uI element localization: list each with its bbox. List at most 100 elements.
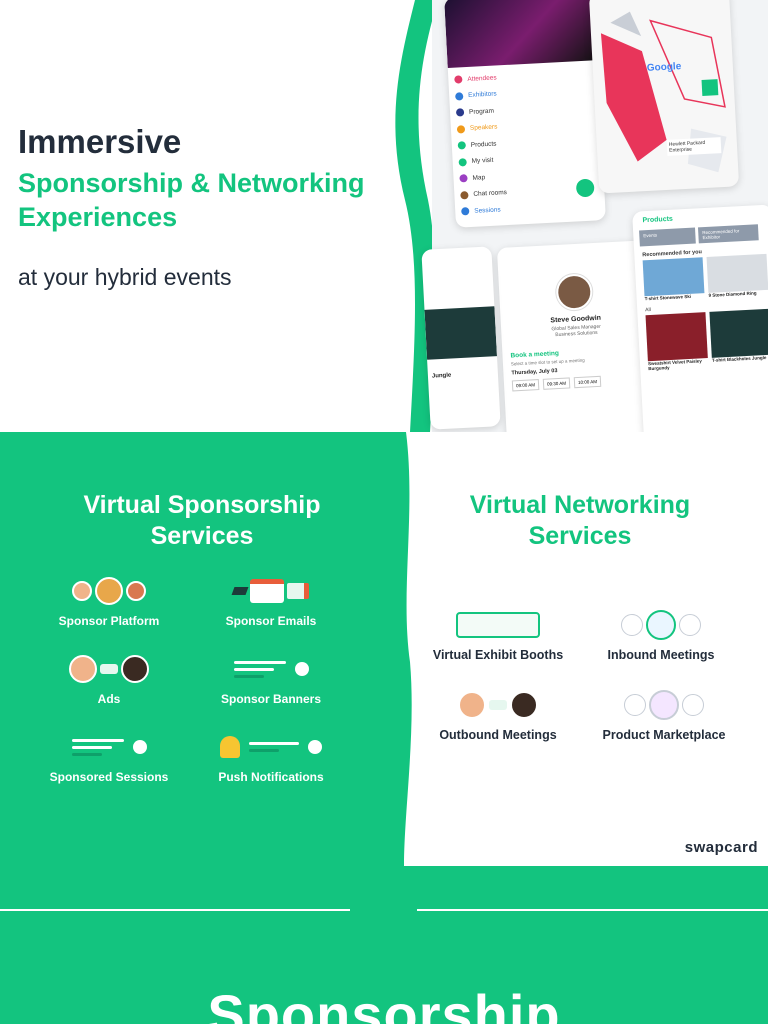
menu-item-label: Attendees: [467, 74, 497, 83]
ads-item[interactable]: Ads: [29, 652, 189, 706]
line: [71, 738, 124, 742]
chip[interactable]: Recommended for Exhibitor: [697, 224, 759, 244]
circle-icon: [461, 207, 470, 216]
sponsored-sessions-item[interactable]: Sponsored Sessions: [29, 730, 189, 784]
booth-icon: [418, 608, 578, 642]
product-grid: T-shirt Stonewave Ski 9 Stone Diamond Ri…: [635, 253, 768, 301]
circle-icon: [455, 91, 464, 101]
networking-services-title-text: Virtual Networking Services: [469, 491, 691, 550]
circle-icon: [456, 124, 466, 134]
badge-icon: [294, 662, 309, 676]
product-image: [645, 312, 708, 362]
divider-line: [417, 909, 768, 911]
menu-item-label: My visit: [471, 156, 494, 166]
chip[interactable]: Events: [639, 227, 696, 247]
circle-icon: [621, 614, 643, 636]
email-icon: [191, 574, 351, 608]
bottle-icon: [682, 694, 704, 716]
item-label: Virtual Exhibit Booths: [432, 648, 564, 662]
phone-map-mock: Google Hewlett Packard Enterprise: [588, 0, 740, 194]
paper-plane-icon: [231, 587, 249, 595]
sponsorship-services-title: Virtual Sponsorship Services: [0, 490, 404, 552]
notification-lines: [249, 742, 299, 752]
badge-icon: [308, 740, 322, 754]
phone-profile-mock: Steve Goodwin Global Sales Manager Busin…: [496, 240, 658, 432]
hero-heading-green-2: Experiences: [18, 202, 178, 232]
menu-item-label: Sessions: [474, 206, 501, 215]
bottom-section: Sponsorship: [0, 866, 768, 1024]
session-lines: [71, 738, 124, 756]
push-notifications-item[interactable]: Push Notifications: [191, 730, 351, 784]
circle-icon: [679, 614, 701, 636]
booth-card: [456, 612, 540, 638]
map-tag: Hewlett Packard Enterprise: [666, 137, 722, 156]
circle-icon: [646, 610, 676, 640]
virtual-exhibit-booths-item[interactable]: Virtual Exhibit Booths: [418, 608, 578, 662]
circle-icon: [459, 174, 468, 183]
item-label: Ads: [97, 692, 121, 706]
line: [71, 745, 112, 749]
line: [233, 667, 274, 671]
product-card[interactable]: T-shirt Blackholes Jungle: [709, 308, 768, 368]
marketplace-icon: [584, 688, 744, 722]
app-mockups: Attendees Exhibitors Program Speakers Pr…: [421, 0, 768, 432]
avatar: [458, 691, 486, 719]
avatar: [121, 655, 149, 683]
chat-bubble-icon: [489, 700, 507, 710]
phone-banner: [444, 0, 598, 68]
hero-section: Immersive Sponsorship & Networking Exper…: [0, 0, 768, 432]
item-label: Sponsor Banners: [220, 692, 322, 706]
sponsorship-services-panel: [0, 432, 404, 866]
menu-item-label: Chat rooms: [473, 189, 508, 199]
item-label: Product Marketplace: [602, 728, 726, 742]
sponsor-banners-item[interactable]: Sponsor Banners: [191, 652, 351, 706]
circle-icon: [460, 190, 469, 200]
fragment-label: Jungle: [431, 372, 452, 380]
time-slot[interactable]: 10:00 AM: [573, 375, 602, 389]
sponsor-platform-item[interactable]: Sponsor Platform: [29, 574, 189, 628]
product-image: [642, 257, 705, 297]
avatar: [95, 577, 123, 605]
item-label: Inbound Meetings: [607, 648, 715, 662]
envelope-icon: [287, 583, 309, 599]
avatars-icon: [29, 652, 189, 686]
banner-icon: [191, 652, 351, 686]
session-icon: [29, 730, 189, 764]
phone-products-mock: Products Events Recommended for Exhibito…: [632, 204, 768, 432]
item-label: Outbound Meetings: [439, 728, 557, 742]
tshirt-icon: [624, 694, 646, 716]
banner-lines: [233, 660, 286, 678]
product-image: [706, 253, 768, 293]
item-label: Sponsor Emails: [225, 614, 317, 628]
product-card[interactable]: 9 Stone Diamond Ring: [706, 253, 768, 298]
time-slot[interactable]: 09:00 AM: [511, 379, 540, 392]
avatar: [72, 581, 92, 601]
sponsor-emails-item[interactable]: Sponsor Emails: [191, 574, 351, 628]
product-card[interactable]: Sweatshirt Velvet Paisley Burgundy: [645, 312, 709, 371]
item-label: Push Notifications: [218, 770, 324, 784]
hero-subtitle: at your hybrid events: [18, 264, 232, 290]
avatars-icon: [29, 574, 189, 608]
circle-icon: [454, 75, 463, 84]
line: [233, 660, 286, 664]
menu-item-label: Products: [470, 140, 497, 149]
product-card[interactable]: T-shirt Stonewave Ski: [642, 257, 705, 301]
badge-icon: [132, 740, 147, 754]
envelope-icon: [250, 579, 284, 603]
circle-icon: [458, 157, 467, 167]
sponsorship-services-title-text: Virtual Sponsorship Services: [83, 491, 321, 550]
swapcard-logo: swapcard: [684, 839, 758, 856]
product-marketplace-item[interactable]: Product Marketplace: [584, 688, 744, 742]
time-slot[interactable]: 09:30 AM: [542, 377, 571, 390]
circle-icon: [457, 141, 467, 150]
networking-services-title: Virtual Networking Services: [410, 490, 750, 552]
avatar: [126, 581, 146, 601]
inbound-meetings-item[interactable]: Inbound Meetings: [581, 608, 741, 662]
product-image: [709, 308, 768, 358]
menu-item-label: Exhibitors: [468, 90, 497, 100]
divider-line: [0, 909, 350, 911]
avatar: [510, 691, 538, 719]
bell-shape: [220, 736, 240, 758]
outbound-meetings-item[interactable]: Outbound Meetings: [418, 688, 578, 742]
avatar: [69, 655, 97, 683]
